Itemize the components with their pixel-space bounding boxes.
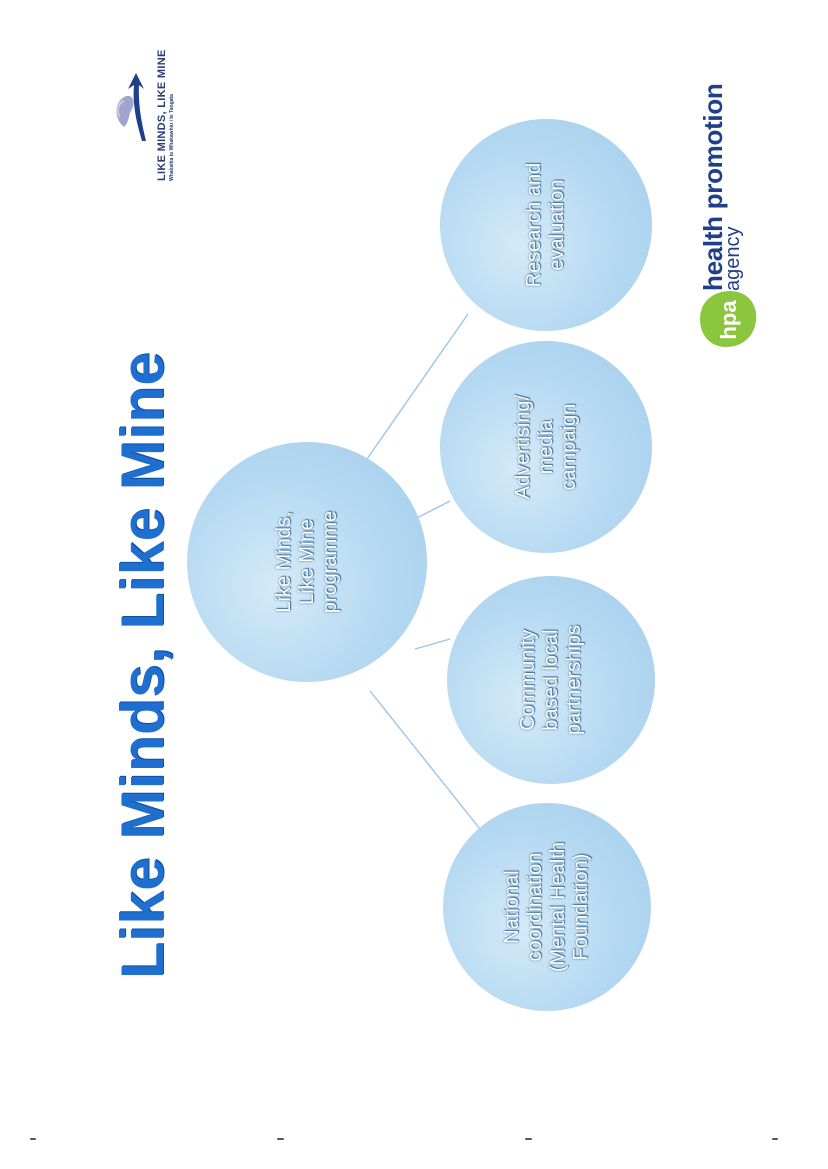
node-label: Advertising/ media campaign <box>511 394 580 500</box>
node-community-partnerships: Community based local partnerships <box>447 576 655 784</box>
like-minds-logo: LIKE MINDS, LIKE MINE Whakaitia te Whaka… <box>112 31 182 181</box>
hpa-logo-sub: agency <box>722 226 744 292</box>
connector-community <box>414 638 451 650</box>
connector-research <box>359 313 469 470</box>
node-research-evaluation: Research and evaluation <box>440 119 652 331</box>
node-label: Community based local partnerships <box>516 624 585 736</box>
like-minds-logo-tagline: Whakaitia te Whakawhiu i te Tangata <box>169 94 175 181</box>
scan-mark <box>525 1138 532 1140</box>
like-minds-logo-name: LIKE MINDS, LIKE MINE <box>156 49 168 181</box>
hpa-mark-icon: hpa <box>700 291 757 347</box>
connector-national <box>369 690 481 830</box>
connector-advertising <box>414 500 451 520</box>
center-node: Like Minds, Like Mine programme <box>187 442 427 682</box>
node-advertising-campaign: Advertising/ media campaign <box>440 341 652 553</box>
scan-mark <box>772 1138 778 1140</box>
hpa-logo: hpa health promotion agency <box>690 51 770 351</box>
like-minds-emblem-icon <box>116 73 146 141</box>
center-node-label: Like Minds, Like Mine programme <box>272 510 341 614</box>
scan-mark <box>277 1138 284 1140</box>
node-label: National coordination (Mental Health Fou… <box>501 841 592 973</box>
scan-mark <box>30 1138 36 1140</box>
node-label: Research and evaluation <box>523 162 568 288</box>
hpa-mark-text: hpa <box>716 300 741 340</box>
node-national-coordination: National coordination (Mental Health Fou… <box>443 803 651 1011</box>
